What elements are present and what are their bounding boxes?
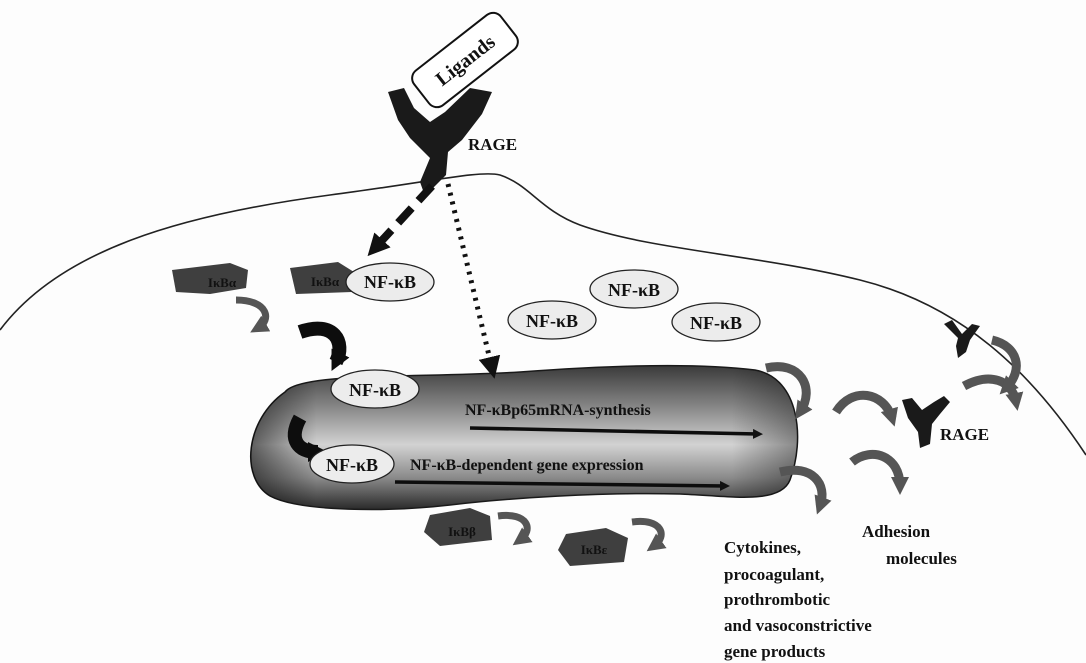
nfkb-nuclear: NF-κB <box>310 445 394 483</box>
rage-label-top: RAGE <box>468 135 517 154</box>
ikba-nfkb-complex: IκBα NF-κB <box>290 262 434 301</box>
ikbb-label: IκBβ <box>448 524 476 539</box>
cytokines-text-block: Cytokines, procoagulant, prothrombotic a… <box>724 538 872 661</box>
rage-label-right: RAGE <box>940 425 989 444</box>
curved-arrow-ikbb <box>498 515 527 540</box>
rage-to-nucleus-dotted-arrow <box>448 184 492 368</box>
cytokines-line-2: procoagulant, <box>724 565 824 584</box>
cytokines-line-3: prothrombotic <box>724 590 831 609</box>
curved-arrow-ikba <box>236 300 266 328</box>
ikbe: IκBε <box>558 528 628 566</box>
adhesion-line-1: Adhesion <box>862 522 931 541</box>
nfkb-nuclear-entry: NF-κB <box>331 370 419 408</box>
nfkb-complex-label: NF-κB <box>364 272 416 292</box>
curved-arrow-ikbe <box>632 521 661 546</box>
svg-text:NF-κB: NF-κB <box>526 311 578 331</box>
svg-text:NF-κB: NF-κB <box>608 280 660 300</box>
cytokines-line-1: Cytokines, <box>724 538 801 557</box>
nfkb-cytoplasm-3: NF-κB <box>672 303 760 341</box>
curved-arrow-translocation <box>300 329 339 362</box>
cytokines-line-5: gene products <box>724 642 826 661</box>
curved-arrow-right-2 <box>836 395 892 418</box>
nfkb-cytoplasm-2: NF-κB <box>508 301 596 339</box>
ikba-free-label: IκBα <box>208 275 237 290</box>
ikba-bound-label: IκBα <box>311 274 340 289</box>
gene-expression-label: NF-κB-dependent gene expression <box>410 457 644 474</box>
mrna-synthesis-label: NF-κBp65mRNA-synthesis <box>465 402 651 419</box>
svg-text:NF-κB: NF-κB <box>690 313 742 333</box>
curved-arrow-right-4 <box>852 454 900 486</box>
adhesion-line-2: molecules <box>886 549 957 568</box>
ikbb: IκBβ <box>424 508 492 546</box>
svg-text:NF-κB: NF-κB <box>349 380 401 400</box>
nfkb-cytoplasm-1: NF-κB <box>590 270 678 308</box>
rage-signal-arrow <box>375 186 432 248</box>
ikba-free: IκBα <box>172 263 248 294</box>
ikbe-label: IκBε <box>581 542 608 557</box>
cytokines-line-4: and vasoconstrictive <box>724 616 872 635</box>
svg-text:NF-κB: NF-κB <box>326 455 378 475</box>
